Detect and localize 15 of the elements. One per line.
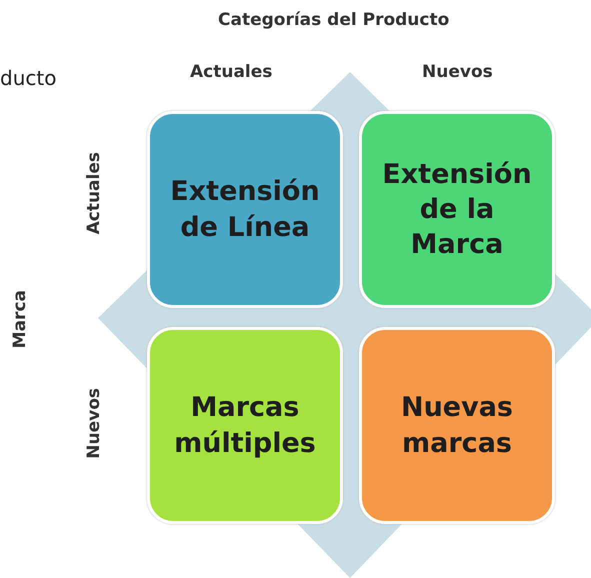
column-header: Actuales: [190, 62, 272, 82]
axis-title: Categorías del Producto: [218, 10, 450, 30]
axis-title: Marca: [10, 290, 30, 348]
quadrant-box: [147, 327, 343, 524]
row-header: Actuales: [84, 152, 104, 234]
quadrant-label: Extensión de Línea: [170, 175, 320, 244]
side-label: ducto: [0, 66, 56, 90]
row-header: Nuevos: [84, 388, 104, 459]
quadrant-box: [147, 111, 343, 308]
quadrant-box: [359, 111, 555, 308]
quadrant-label: Extensión de la Marca: [382, 158, 532, 262]
quadrant-label: Nuevas marcas: [400, 391, 514, 460]
quadrant-label: Marcas múltiples: [173, 391, 317, 460]
column-header: Nuevos: [422, 62, 493, 82]
quadrant-box: [359, 327, 555, 524]
